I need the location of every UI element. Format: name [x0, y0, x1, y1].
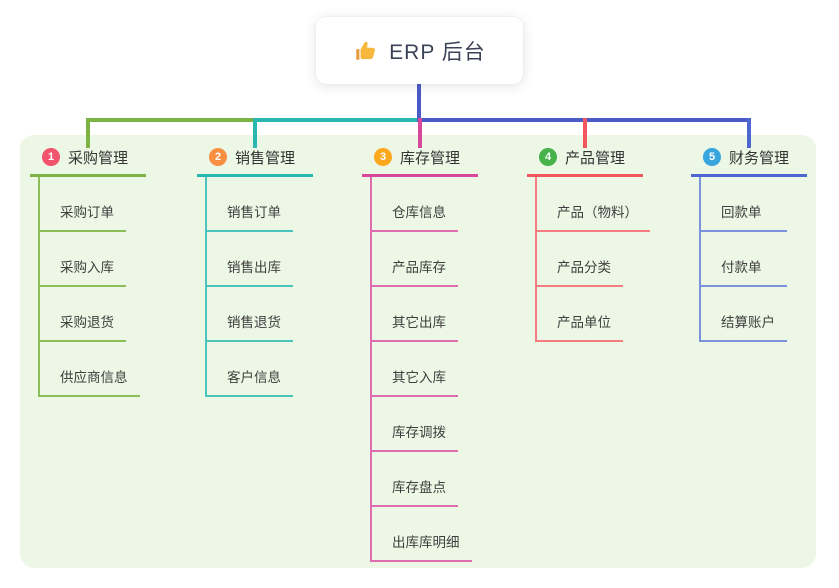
branch-node-2[interactable]: 2 销售管理 — [197, 146, 313, 177]
root-node[interactable]: ERP 后台 — [316, 17, 523, 84]
branch-number-badge: 2 — [209, 148, 227, 166]
child-label[interactable]: 产品单位 — [535, 311, 623, 342]
branch-vertical-line — [699, 177, 701, 342]
branch-children-2: 销售订单销售出库销售退货客户信息 — [205, 177, 293, 397]
child-node: 供应商信息 — [38, 342, 140, 397]
child-label[interactable]: 库存调拨 — [370, 421, 458, 452]
child-label[interactable]: 回款单 — [699, 201, 787, 232]
connector-root-stem — [417, 84, 421, 121]
branch-vertical-line — [38, 177, 40, 397]
connector-bus-left-green — [86, 118, 257, 122]
child-label[interactable]: 销售订单 — [205, 201, 293, 232]
child-node: 销售出库 — [205, 232, 293, 287]
branch-node-5[interactable]: 5 财务管理 — [691, 146, 807, 177]
thumbs-up-icon — [353, 38, 379, 64]
child-label[interactable]: 采购退货 — [38, 311, 126, 342]
child-node: 其它出库 — [370, 287, 472, 342]
child-node: 客户信息 — [205, 342, 293, 397]
child-node: 产品（物料） — [535, 177, 650, 232]
child-label[interactable]: 产品（物料） — [535, 201, 650, 232]
child-label[interactable]: 库存盘点 — [370, 476, 458, 507]
connector-bus-mid-teal — [253, 118, 419, 122]
child-node: 出库库明细 — [370, 507, 472, 562]
connector-drop-branch-2 — [253, 118, 257, 148]
root-title: ERP 后台 — [389, 40, 486, 64]
child-node: 回款单 — [699, 177, 787, 232]
child-label[interactable]: 销售退货 — [205, 311, 293, 342]
child-label[interactable]: 结算账户 — [699, 311, 787, 342]
child-label[interactable]: 付款单 — [699, 256, 787, 287]
branch-children-4: 产品（物料） 产品分类产品单位 — [535, 177, 650, 342]
branch-node-1[interactable]: 1 采购管理 — [30, 146, 146, 177]
connector-drop-branch-1 — [86, 118, 90, 148]
child-label[interactable]: 出库库明细 — [370, 531, 472, 562]
connector-drop-branch-3 — [418, 118, 422, 148]
child-node: 采购退货 — [38, 287, 140, 342]
child-label[interactable]: 采购订单 — [38, 201, 126, 232]
child-label[interactable]: 采购入库 — [38, 256, 126, 287]
branch-node-4[interactable]: 4 产品管理 — [527, 146, 643, 177]
child-node: 产品单位 — [535, 287, 650, 342]
branch-children-1: 采购订单采购入库采购退货供应商信息 — [38, 177, 140, 397]
branch-node-3[interactable]: 3 库存管理 — [362, 146, 478, 177]
branch-label: 财务管理 — [729, 149, 790, 167]
child-node: 产品库存 — [370, 232, 472, 287]
connector-drop-branch-4 — [583, 118, 587, 148]
child-label[interactable]: 产品分类 — [535, 256, 623, 287]
branch-vertical-line — [370, 177, 372, 562]
branch-label: 采购管理 — [68, 149, 129, 167]
branch-vertical-line — [535, 177, 537, 342]
child-node: 付款单 — [699, 232, 787, 287]
child-label[interactable]: 其它入库 — [370, 366, 458, 397]
child-label[interactable]: 其它出库 — [370, 311, 458, 342]
child-node: 库存调拨 — [370, 397, 472, 452]
branch-number-badge: 4 — [539, 148, 557, 166]
child-node: 产品分类 — [535, 232, 650, 287]
child-node: 采购入库 — [38, 232, 140, 287]
branch-label: 销售管理 — [235, 149, 296, 167]
child-node: 销售退货 — [205, 287, 293, 342]
connector-drop-branch-5 — [747, 118, 751, 148]
branch-number-badge: 1 — [42, 148, 60, 166]
branch-number-badge: 5 — [703, 148, 721, 166]
branch-label: 产品管理 — [565, 149, 626, 167]
child-node: 其它入库 — [370, 342, 472, 397]
child-node: 销售订单 — [205, 177, 293, 232]
branch-number-badge: 3 — [374, 148, 392, 166]
branch-vertical-line — [205, 177, 207, 397]
child-label[interactable]: 销售出库 — [205, 256, 293, 287]
child-label[interactable]: 产品库存 — [370, 256, 458, 287]
child-label[interactable]: 客户信息 — [205, 366, 293, 397]
child-node: 采购订单 — [38, 177, 140, 232]
branch-children-3: 仓库信息产品库存其它出库其它入库库存调拨库存盘点出库库明细 — [370, 177, 472, 562]
branch-label: 库存管理 — [400, 149, 461, 167]
child-node: 库存盘点 — [370, 452, 472, 507]
child-label[interactable]: 供应商信息 — [38, 366, 140, 397]
child-label[interactable]: 仓库信息 — [370, 201, 458, 232]
branches-panel — [20, 135, 816, 568]
child-node: 结算账户 — [699, 287, 787, 342]
child-node: 仓库信息 — [370, 177, 472, 232]
branch-children-5: 回款单付款单结算账户 — [699, 177, 787, 342]
